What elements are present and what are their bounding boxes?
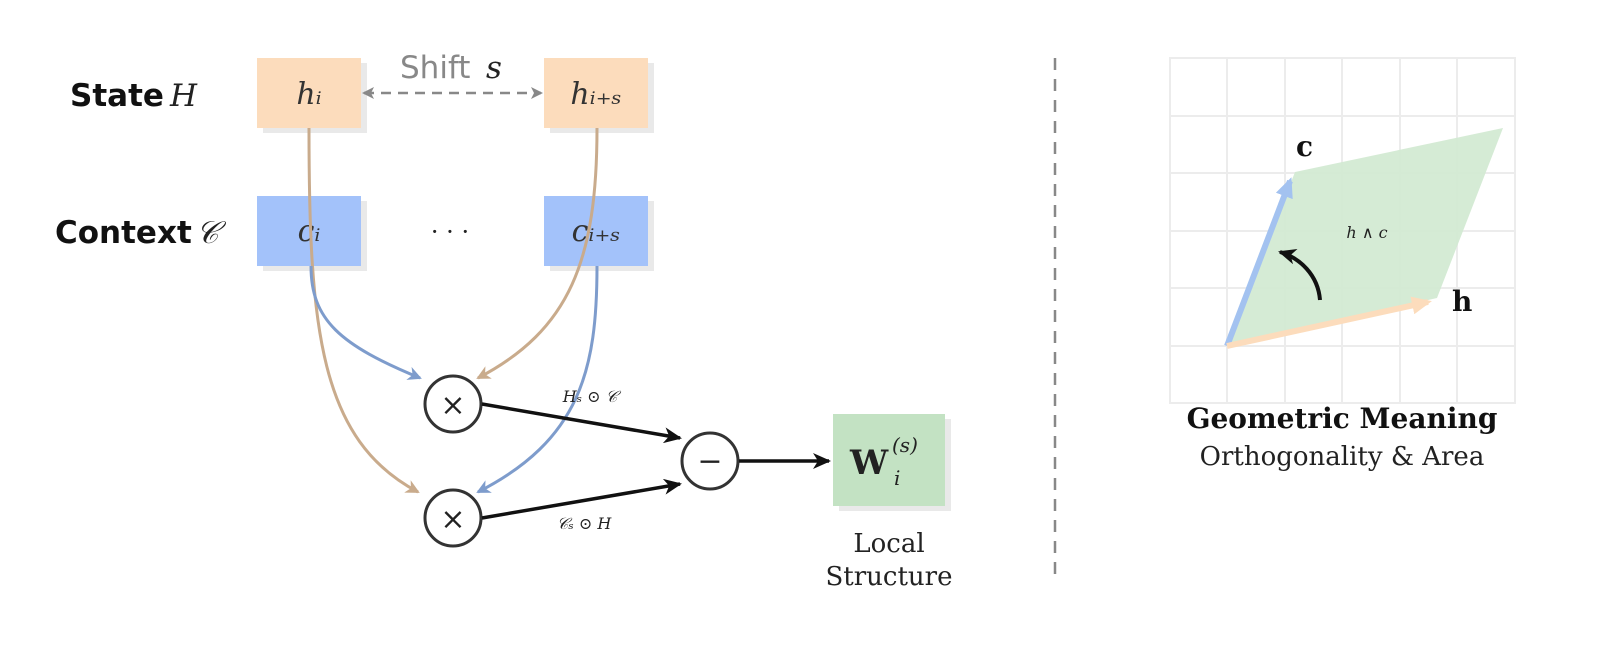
term-label-top: Hₛ ⊙ 𝒞 [562, 387, 622, 406]
shift-word: Shift [400, 50, 470, 86]
row-label-context: Context 𝒞 [55, 215, 227, 251]
context-symbol: 𝒞 [196, 215, 227, 251]
vector-h-label: h [1452, 285, 1472, 318]
shift-arrow: Shift s [362, 50, 543, 99]
multiply-node-bottom: × [423, 488, 483, 548]
output-main: W [849, 443, 889, 483]
arrow-his-to-top-mult [476, 127, 599, 380]
vector-c-label: c [1296, 130, 1313, 163]
context-box-cis: cᵢ₊ₛ [544, 196, 654, 271]
output-subscript: i [894, 466, 900, 490]
arrow-bottom-mult-to-subtract [481, 478, 682, 520]
output-superscript: (s) [892, 433, 918, 457]
multiply-node-top: × [423, 374, 483, 434]
context-ellipsis: · · · [431, 218, 469, 246]
state-box-hi: hᵢ [257, 58, 367, 133]
state-box-hi-rect [257, 58, 361, 128]
geometry-panel: c h h ∧ c Geometric Meaning Orthogonalit… [1169, 57, 1516, 472]
arrow-cis-to-bottom-mult [476, 265, 599, 494]
state-symbol: H [169, 78, 198, 114]
geometry-title: Geometric Meaning [1187, 402, 1498, 435]
state-word: State [70, 78, 164, 114]
state-box-his: hᵢ₊ₛ [544, 58, 654, 133]
shift-symbol: s [486, 50, 502, 86]
multiply-symbol-top: × [440, 388, 465, 423]
arrow-ci-to-top-mult [309, 265, 422, 380]
arrow-hi-to-bottom-mult [307, 127, 420, 494]
wedge-parallelogram [1227, 128, 1503, 346]
wedge-label: h ∧ c [1346, 223, 1387, 242]
local-label-line1: Local [853, 529, 924, 559]
term-label-bottom: 𝒞ₛ ⊙ H [557, 514, 613, 533]
state-box-hi-label: hᵢ [296, 77, 321, 112]
context-word: Context [55, 215, 192, 251]
context-box-cis-label: cᵢ₊ₛ [572, 214, 621, 249]
state-box-his-rect [544, 58, 648, 128]
vector-h [1226, 296, 1432, 349]
subtract-node: − [680, 431, 740, 491]
vector-c [1224, 177, 1293, 348]
context-box-cis-rect [544, 196, 648, 266]
multiply-symbol-bottom: × [440, 502, 465, 537]
context-box-ci-label: cᵢ [298, 214, 321, 249]
output-box: W i (s) [833, 414, 951, 511]
geometry-subtitle: Orthogonality & Area [1200, 442, 1485, 472]
local-label-line2: Structure [825, 562, 952, 592]
output-box-rect [833, 414, 945, 506]
state-box-his-label: hᵢ₊ₛ [570, 77, 621, 112]
minus-symbol: − [697, 444, 722, 479]
rotation-arrow [1278, 248, 1322, 301]
row-label-state: State H [70, 78, 198, 114]
arrow-top-mult-to-subtract [481, 402, 682, 444]
